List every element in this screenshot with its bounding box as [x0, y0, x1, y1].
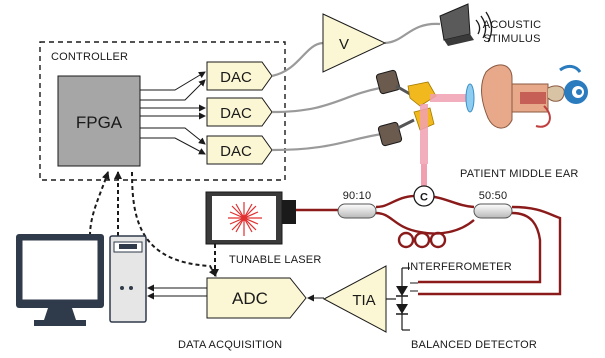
- adc-label: ADC: [232, 289, 268, 308]
- circulator: [413, 185, 435, 207]
- fpga-label: FPGA: [76, 113, 123, 132]
- balanced-detector-label: BALANCED DETECTOR: [411, 339, 537, 351]
- dac-2-block: [206, 97, 273, 127]
- galvo-mirror-1: [375, 69, 437, 107]
- speaker-icon: [439, 3, 493, 46]
- adc-computer-arrows: [147, 284, 207, 300]
- circulator-label: C: [420, 192, 428, 204]
- dac-1-label: DAC: [220, 69, 252, 86]
- objective-lens: [465, 83, 475, 113]
- balanced-detector: [386, 267, 418, 331]
- controller-box: [39, 41, 286, 181]
- coupler-90-10-label: 90:10: [343, 190, 372, 202]
- fpga-block: [57, 75, 141, 167]
- dac-3-label: DAC: [220, 143, 252, 160]
- acoustic-label-1: ACOUSTIC: [483, 19, 541, 31]
- patient-label: PATIENT MIDDLE EAR: [460, 168, 579, 180]
- trigger-links: [89, 171, 219, 277]
- fpga-dac-arrows: [140, 71, 206, 155]
- coupler-90-10: [337, 203, 377, 219]
- interferometer-label: INTERFEROMETER: [407, 261, 512, 273]
- ear-anatomy-icon: [481, 64, 588, 129]
- tia-label: TIA: [352, 292, 375, 309]
- coupler-50-50-label: 50:50: [479, 190, 508, 202]
- data-acquisition-label: DATA ACQUISITION: [178, 339, 282, 351]
- adc-block: [206, 277, 307, 319]
- laser-source-icon: [205, 191, 296, 245]
- coupler-50-50: [473, 203, 513, 219]
- dac-cables: [271, 22, 441, 152]
- sample-beam: [420, 83, 475, 164]
- dac-2-label: DAC: [220, 105, 252, 122]
- desktop-computer-icon: [16, 234, 147, 326]
- fiber-delay-loops: [397, 231, 447, 249]
- amplifier-label: V: [339, 36, 349, 53]
- amplifier-block: [322, 13, 387, 73]
- laser-label: TUNABLE LASER: [229, 254, 321, 266]
- dac-1-block: [206, 61, 273, 91]
- dac-3-block: [206, 135, 273, 165]
- acoustic-label-2: STIMULUS: [483, 33, 540, 45]
- controller-label: CONTROLLER: [51, 51, 128, 63]
